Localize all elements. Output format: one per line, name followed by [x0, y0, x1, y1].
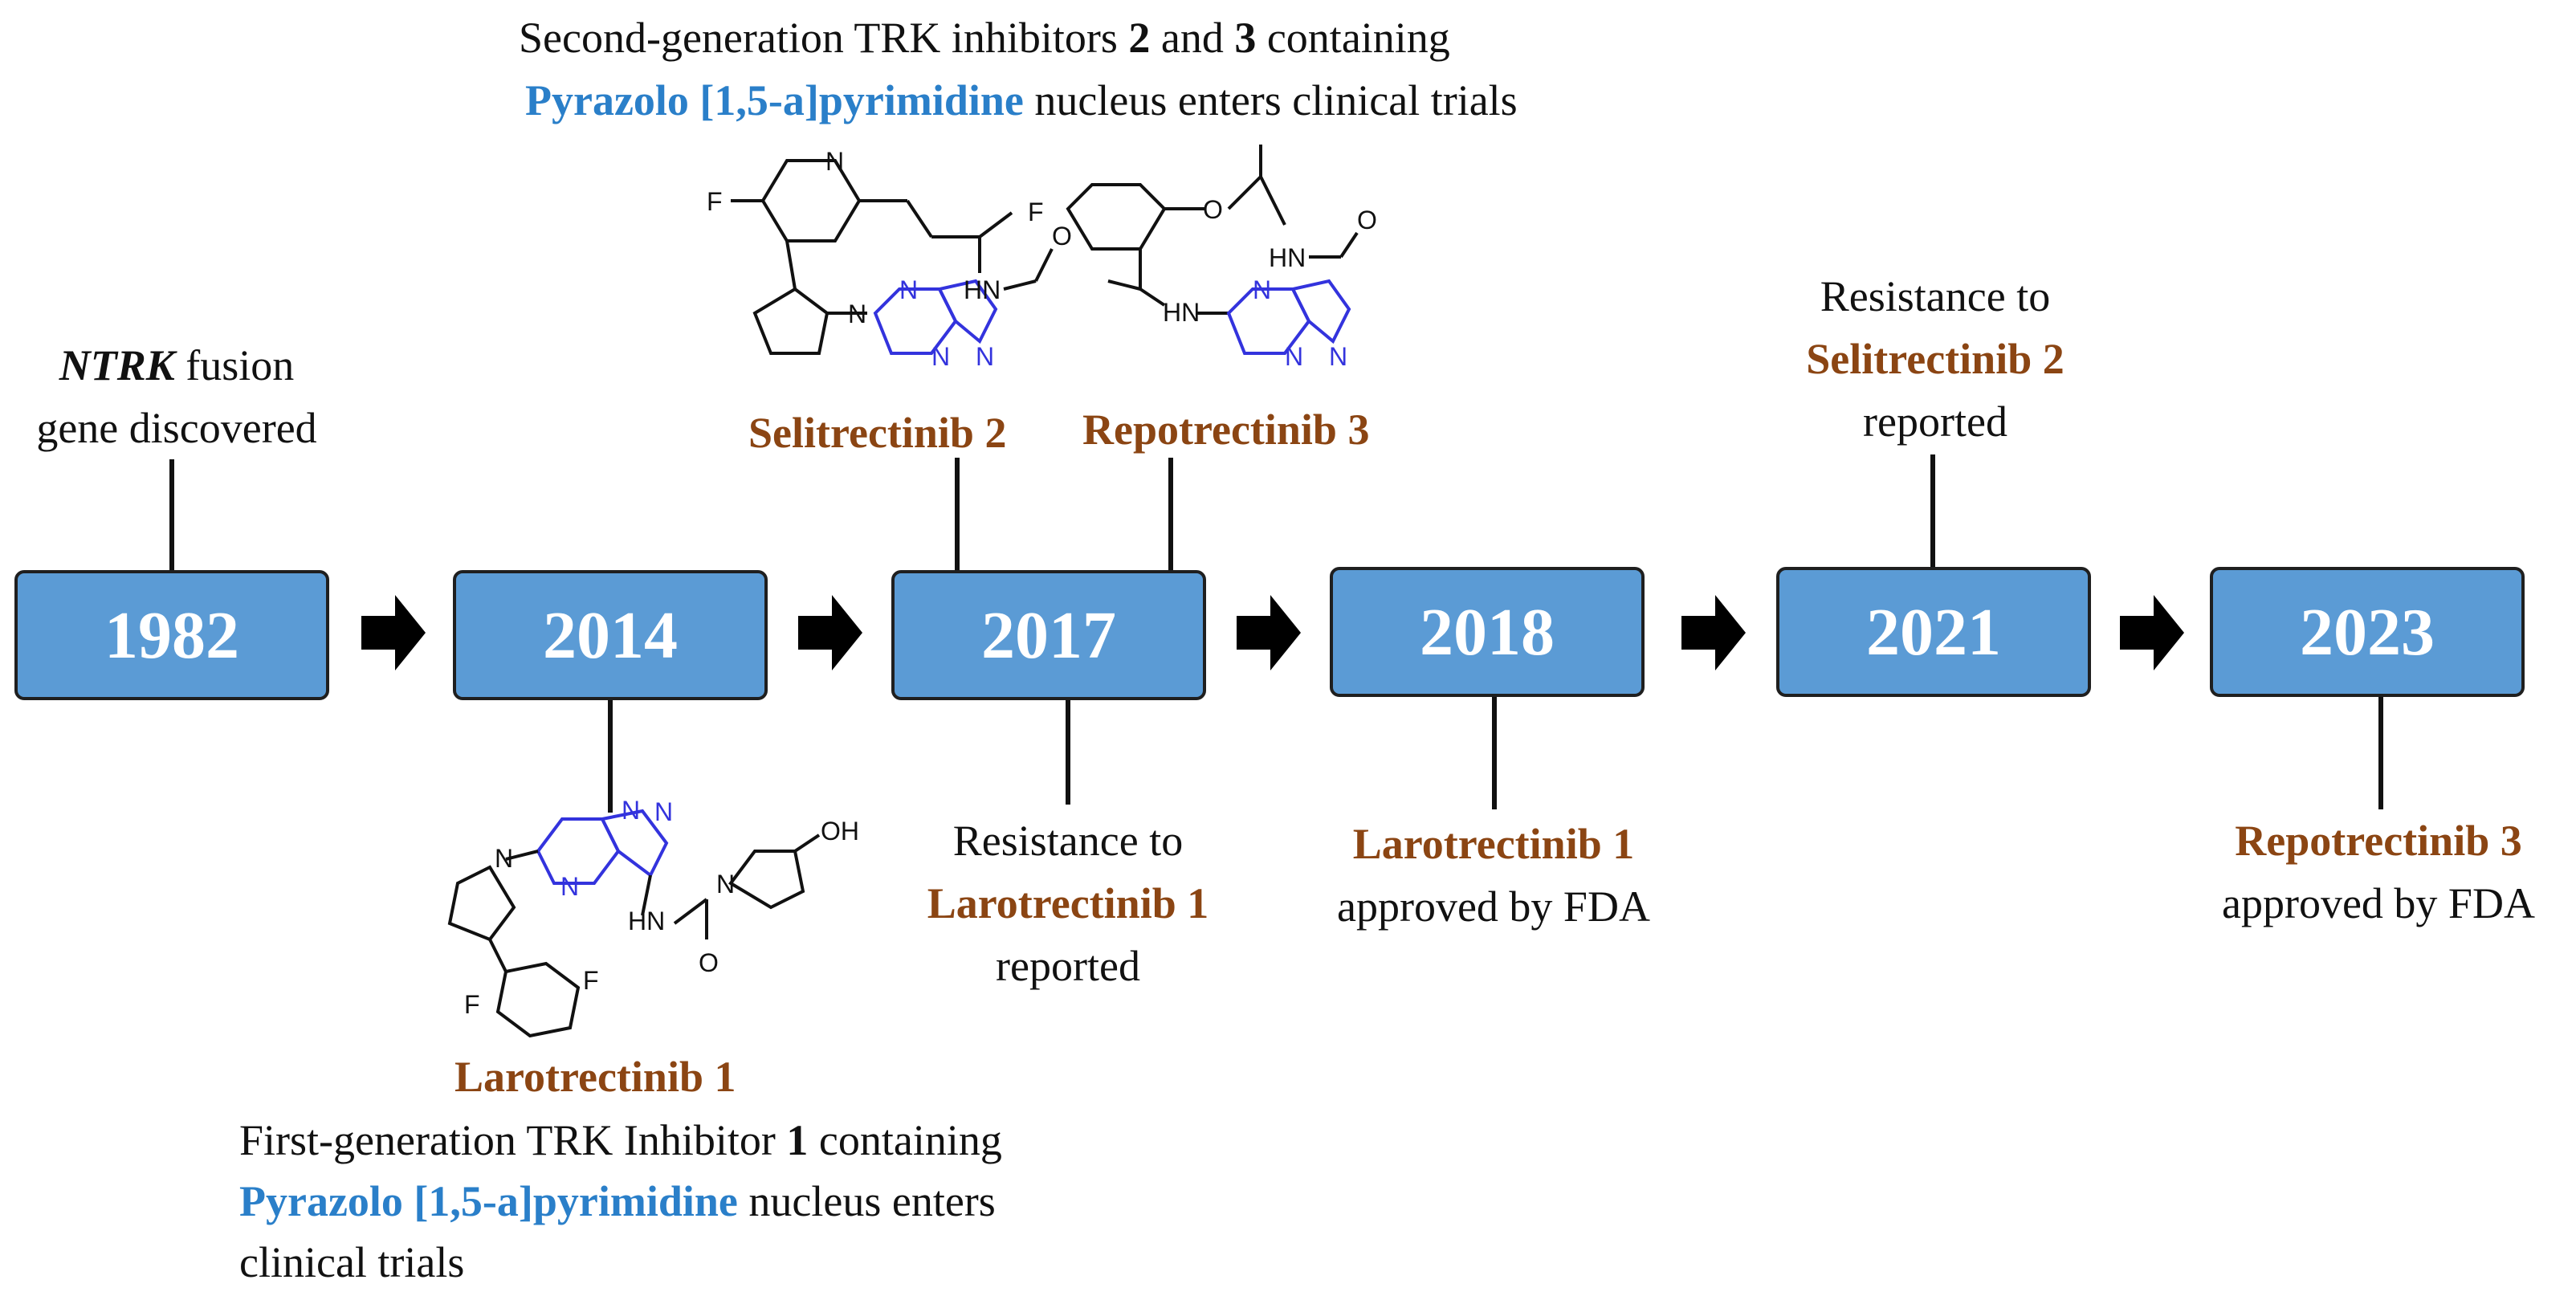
- year-box-2017: 2017: [891, 570, 1206, 700]
- repotrectinib-structure: F O HN O HN N N N: [1028, 145, 1377, 371]
- svg-text:N: N: [899, 275, 918, 304]
- repotrectinib-label: Repotrectinib 3: [1082, 405, 1370, 454]
- svg-text:N: N: [716, 870, 735, 899]
- connector-2017-selitrectinib: [955, 458, 960, 570]
- event-2018-approval: Larotrectinib 1 approved by FDA: [1337, 820, 1650, 931]
- larotrectinib-label: Larotrectinib 1: [454, 1053, 736, 1101]
- top-caption-line2: Pyrazolo [1,5-a]pyrimidine nucleus enter…: [525, 76, 1518, 124]
- arrow-right-icon: [2120, 595, 2184, 670]
- connector-2018: [1492, 697, 1497, 809]
- year-box-2014: 2014: [453, 570, 768, 700]
- svg-text:N: N: [848, 300, 866, 328]
- svg-text:O: O: [1052, 222, 1072, 251]
- first-gen-caption: First-generation TRK Inhibitor 1 contain…: [239, 1116, 1002, 1286]
- arrow-right-icon: [798, 595, 862, 670]
- connector-2021: [1930, 454, 1935, 567]
- svg-text:O: O: [699, 948, 719, 977]
- svg-text:HN: HN: [964, 275, 1001, 304]
- year-box-1982: 1982: [14, 570, 329, 700]
- svg-text:F: F: [1028, 198, 1044, 226]
- connector-1982: [169, 459, 174, 570]
- arrow-right-icon: [361, 595, 426, 670]
- year-box-2021: 2021: [1776, 567, 2091, 697]
- svg-text:F: F: [707, 187, 723, 216]
- arrow-right-icon: [1681, 595, 1746, 670]
- event-2021-resistance: Resistance to Selitrectinib 2 reported: [1806, 272, 2064, 446]
- event-2023-approval: Repotrectinib 3 approved by FDA: [2222, 817, 2535, 927]
- year-box-2023: 2023: [2210, 567, 2525, 697]
- svg-text:N: N: [1253, 275, 1271, 304]
- top-caption-line1: Second-generation TRK inhibitors 2 and 3…: [519, 14, 1450, 62]
- svg-text:HN: HN: [1269, 243, 1306, 272]
- svg-text:O: O: [1203, 195, 1223, 224]
- selitrectinib-label: Selitrectinib 2: [748, 409, 1007, 457]
- arrow-right-icon: [1237, 595, 1301, 670]
- svg-text:HN: HN: [628, 907, 665, 935]
- svg-text:N: N: [622, 796, 640, 825]
- svg-text:N: N: [1329, 342, 1347, 371]
- svg-text:N: N: [931, 342, 950, 371]
- svg-text:F: F: [464, 990, 480, 1019]
- svg-text:F: F: [583, 966, 599, 995]
- svg-text:N: N: [654, 797, 673, 826]
- svg-text:HN: HN: [1163, 298, 1200, 327]
- larotrectinib-structure: N N N N HN N O OH F F: [447, 796, 859, 1038]
- connector-2014: [608, 700, 613, 813]
- connector-2023: [2378, 697, 2383, 809]
- svg-text:N: N: [825, 147, 844, 176]
- svg-text:N: N: [560, 872, 579, 901]
- svg-text:OH: OH: [821, 817, 859, 846]
- connector-2017-bottom: [1066, 700, 1070, 805]
- event-2017-resistance: Resistance to Larotrectinib 1 reported: [927, 817, 1209, 990]
- event-1982-label: NTRK fusion gene discovered: [36, 341, 317, 452]
- year-box-2018: 2018: [1330, 567, 1645, 697]
- nucleus-label: Pyrazolo [1,5-a]pyrimidine: [525, 76, 1024, 124]
- svg-text:N: N: [1285, 342, 1303, 371]
- svg-text:O: O: [1357, 206, 1377, 234]
- nucleus-label: Pyrazolo [1,5-a]pyrimidine: [239, 1177, 738, 1225]
- svg-text:N: N: [495, 844, 513, 873]
- selitrectinib-structure: F N HN O N N N N: [707, 147, 1072, 371]
- svg-text:N: N: [976, 342, 994, 371]
- connector-2017-repotrectinib: [1168, 458, 1173, 570]
